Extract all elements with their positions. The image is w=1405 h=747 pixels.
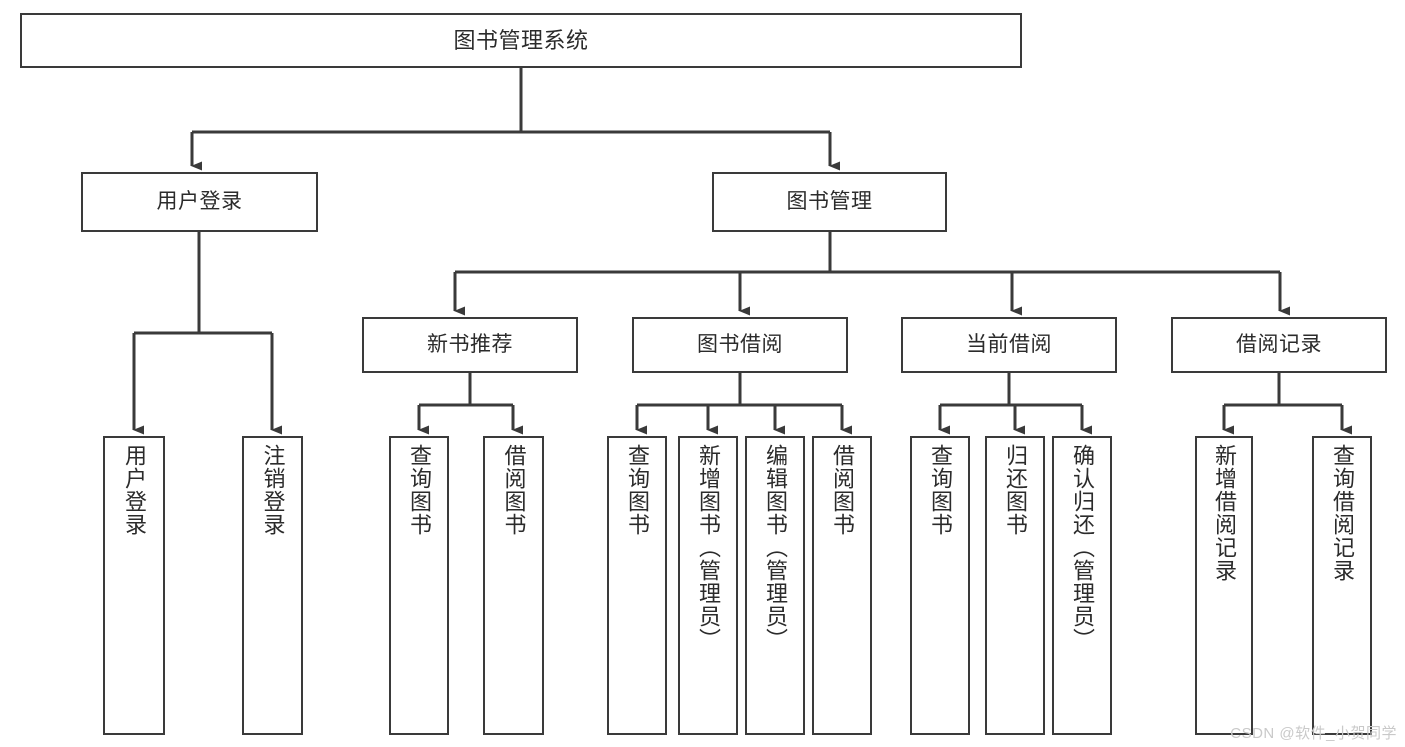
node-book-borrow-label: 图书借阅 — [697, 332, 783, 356]
node-new-book-recommend-label: 新书推荐 — [427, 332, 513, 356]
node-user-login[interactable]: 用户登录 — [81, 172, 318, 232]
node-current-borrow-label: 当前借阅 — [966, 332, 1052, 356]
node-leaf[interactable]: 注销登录 — [242, 436, 303, 735]
node-leaf[interactable]: 借阅图书 — [812, 436, 872, 735]
node-leaf-label: 新增借阅记录 — [1212, 444, 1237, 582]
node-leaf[interactable]: 新增借阅记录 — [1195, 436, 1253, 735]
node-leaf[interactable]: 确认归还（管理员） — [1052, 436, 1112, 735]
node-leaf-label: 查询借阅记录 — [1330, 444, 1355, 582]
node-root-label: 图书管理系统 — [453, 27, 589, 53]
node-new-book-recommend[interactable]: 新书推荐 — [362, 317, 578, 373]
csdn-watermark: CSDN @软件_小贺同学 — [1230, 725, 1397, 742]
node-leaf-label: 确认归还（管理员） — [1070, 444, 1095, 651]
node-leaf[interactable]: 用户登录 — [103, 436, 165, 735]
node-leaf[interactable]: 归还图书 — [985, 436, 1045, 735]
node-leaf[interactable]: 查询图书 — [607, 436, 667, 735]
node-leaf-label: 查询图书 — [928, 444, 953, 536]
node-leaf-label: 编辑图书（管理员） — [763, 444, 788, 651]
node-leaf[interactable]: 编辑图书（管理员） — [745, 436, 805, 735]
node-leaf-label: 归还图书 — [1003, 444, 1028, 536]
node-leaf-label: 借阅图书 — [830, 444, 855, 536]
node-book-management[interactable]: 图书管理 — [712, 172, 947, 232]
node-leaf[interactable]: 新增图书（管理员） — [678, 436, 738, 735]
node-borrow-records-label: 借阅记录 — [1236, 332, 1322, 356]
node-book-management-label: 图书管理 — [786, 189, 873, 213]
node-borrow-records[interactable]: 借阅记录 — [1171, 317, 1387, 373]
node-book-borrow[interactable]: 图书借阅 — [632, 317, 848, 373]
node-leaf[interactable]: 查询图书 — [910, 436, 970, 735]
node-current-borrow[interactable]: 当前借阅 — [901, 317, 1117, 373]
node-leaf[interactable]: 查询借阅记录 — [1312, 436, 1372, 735]
node-leaf-label: 查询图书 — [407, 444, 432, 536]
node-leaf-label: 注销登录 — [260, 444, 286, 536]
node-leaf-label: 查询图书 — [625, 444, 650, 536]
node-leaf[interactable]: 借阅图书 — [483, 436, 544, 735]
node-leaf-label: 新增图书（管理员） — [696, 444, 721, 651]
node-user-login-label: 用户登录 — [156, 189, 243, 213]
node-leaf[interactable]: 查询图书 — [389, 436, 449, 735]
node-leaf-label: 用户登录 — [122, 444, 147, 536]
node-root-system[interactable]: 图书管理系统 — [20, 13, 1022, 68]
node-leaf-label: 借阅图书 — [501, 444, 527, 536]
